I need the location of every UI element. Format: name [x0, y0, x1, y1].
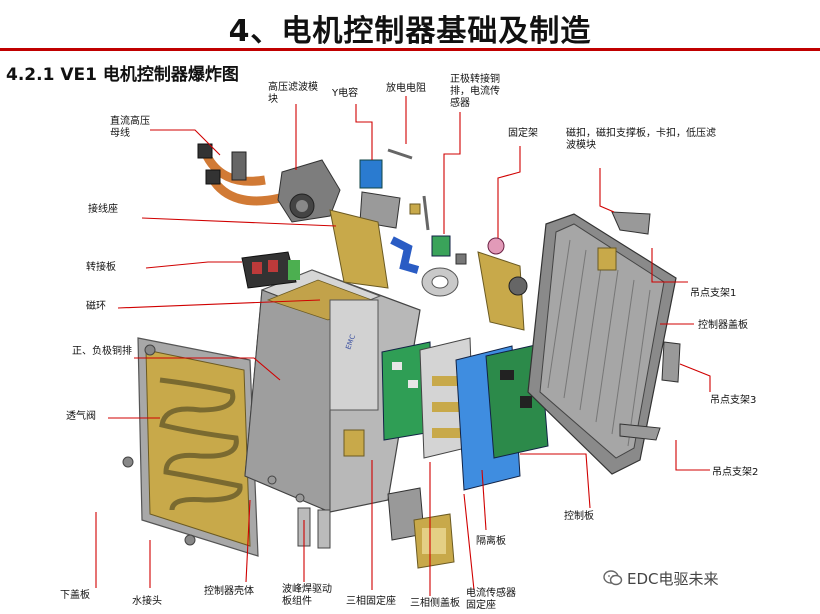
- y-capacitor-part: [359, 159, 401, 229]
- label-three-phase-cover: 三相侧盖板: [410, 598, 460, 609]
- label-driver-board: 波峰焊驱动板组件: [282, 584, 332, 607]
- dc-bus-cable-part: [197, 143, 282, 206]
- fixing-bracket-part: [477, 237, 528, 331]
- label-current-sensor-mount: 电流传感器固定座: [466, 588, 516, 611]
- three-phase-cover-part: [413, 513, 455, 569]
- lift-bracket-part: [611, 211, 681, 441]
- label-terminal-block: 接线座: [88, 204, 118, 215]
- label-top-cover: 控制器盖板: [698, 320, 748, 331]
- label-three-phase-mount: 三相固定座: [346, 596, 396, 607]
- wechat-icon: [603, 570, 623, 586]
- water-joint-part: [297, 507, 331, 549]
- watermark-text: EDC电驱未来: [627, 570, 719, 588]
- label-isolation-plate: 隔离板: [476, 536, 506, 547]
- housing-part: EMC: [244, 269, 421, 513]
- label-mag-ring: 磁环: [86, 301, 106, 312]
- label-hv-filter: 高压滤波模块: [268, 82, 318, 105]
- section-subtitle: 4.2.1 VE1 电机控制器爆炸图: [6, 65, 239, 85]
- discharge-resistor-part: [387, 148, 430, 231]
- leader-lines: [95, 96, 711, 596]
- title-divider: [0, 48, 820, 51]
- label-discharge-res: 放电电阻: [386, 83, 426, 94]
- label-water-joint: 水接头: [132, 596, 162, 607]
- adapter-board-part: [241, 251, 300, 289]
- pos-busbar-part: [431, 235, 467, 265]
- label-adapter-board: 转接板: [86, 262, 116, 273]
- lower-cover-part: [122, 337, 259, 557]
- page-title: 4、电机控制器基础及制造: [228, 14, 592, 49]
- label-bracket: 固定架: [508, 128, 538, 139]
- label-lift-bracket-2: 吊点支架2: [712, 467, 759, 478]
- label-dc-bus: 直流高压母线: [110, 116, 150, 139]
- label-magnetic-lv: 磁扣，磁扣支撑板，卡扣，低压滤波模块: [566, 128, 716, 151]
- label-lift-bracket-3: 吊点支架3: [710, 395, 757, 406]
- label-vent-valve: 透气阀: [66, 411, 96, 422]
- label-pn-busbar: 正、负极铜排: [72, 346, 132, 357]
- label-lower-cover: 下盖板: [60, 590, 90, 601]
- magnetic-ring-part: [390, 236, 459, 297]
- label-control-board: 控制板: [564, 511, 594, 522]
- label-housing: 控制器壳体: [204, 586, 254, 597]
- label-y-cap: Y电容: [332, 88, 359, 99]
- hv-filter-part: [277, 159, 341, 223]
- label-pos-busbar: 正极转接铜排，电流传感器: [450, 74, 500, 109]
- label-lift-bracket-1: 吊点支架1: [690, 288, 737, 299]
- terminal-block-part: [329, 209, 389, 289]
- top-cover-part: [527, 213, 677, 475]
